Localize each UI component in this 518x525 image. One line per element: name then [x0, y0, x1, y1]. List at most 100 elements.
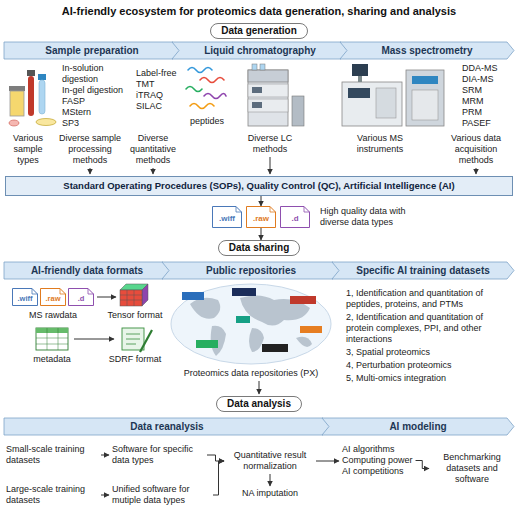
node-text: Public repositories	[206, 265, 296, 276]
quant-method: iTRAQ	[136, 90, 163, 101]
stage-chevron: AI-friendly data formats	[4, 262, 170, 279]
stage-chevron: Data reanalysis	[4, 418, 330, 435]
step-label: AI algorithms	[342, 444, 395, 455]
flow-arrow	[153, 168, 154, 174]
stage-chevron: Mass spectrometry	[340, 42, 514, 59]
file-icon: .d	[280, 206, 310, 228]
flow-arrow	[74, 339, 114, 340]
caption: Tensor format	[107, 310, 162, 321]
caption: metadata	[33, 354, 71, 365]
method-item: FASP	[62, 96, 85, 107]
dataset-item: 1, Identification and quantitation of pe…	[346, 288, 512, 310]
flow-arrow	[476, 168, 477, 174]
method-item: In-gel digestion	[62, 85, 123, 96]
file-icon: .wiff	[212, 206, 242, 228]
stage-chevron: Liquid chromatography	[172, 42, 348, 59]
step-label: Benchmarking datasets and software	[432, 452, 512, 485]
acquisition-method: DIA-MS	[462, 74, 494, 85]
lc-instrument	[248, 64, 304, 126]
step-label: Quantitative result normalization	[227, 450, 313, 472]
step-label: Unified software for mutiple data types	[112, 484, 210, 506]
node-text: .wiff	[18, 294, 33, 303]
flow-arrow	[270, 474, 271, 486]
acquisition-method: SRM	[462, 85, 482, 96]
caption: Various sample types	[3, 133, 53, 166]
flow-arrow	[90, 168, 91, 174]
repository-globe	[171, 284, 331, 364]
note: High quality data with diverse data type…	[320, 206, 430, 228]
figure-title: AI-friendly ecosystem for proteomics dat…	[0, 5, 518, 18]
quant-method: Label-free	[136, 68, 177, 79]
caption: Diverse sample processing methods	[56, 133, 124, 166]
node-text: Data sharing	[229, 242, 290, 254]
node-text: Specific AI training datasets	[356, 265, 490, 276]
node-text: Liquid chromatography	[204, 45, 316, 56]
flow-arrow	[316, 461, 339, 462]
stage-chevron: Sample preparation	[4, 42, 180, 59]
step-label: AI competitions	[342, 466, 404, 477]
caption: SDRF format	[109, 354, 162, 365]
caption: Various MS instruments	[342, 133, 418, 155]
step-label: Computing power	[342, 455, 413, 466]
flow-arrow	[270, 157, 271, 174]
stage-chevron: Specific AI training datasets	[332, 262, 514, 279]
quant-method: SILAC	[136, 101, 162, 112]
flow-arrow	[101, 455, 109, 456]
node-text: Data analysis	[227, 398, 291, 410]
file-icon: .d	[68, 288, 94, 306]
dataset-item: 5, Multi-omics integration	[346, 373, 446, 384]
dataset-item: 4, Perturbation proteomics	[346, 360, 452, 371]
acquisition-method: PASEF	[462, 118, 491, 129]
flow-arrow	[416, 461, 429, 469]
step-label: Large-scale training datasets	[6, 484, 98, 506]
flow-arrow	[101, 495, 109, 496]
flow-arrow	[97, 297, 116, 298]
section-pill: Data generation	[210, 23, 308, 39]
peptide-strands	[186, 68, 226, 109]
caption: Diverse LC methods	[238, 133, 302, 155]
node-text: .wiff	[219, 214, 235, 223]
caption: MS rawdata	[29, 310, 77, 321]
acquisition-method: PRM	[462, 107, 482, 118]
quant-method: TMT	[136, 79, 155, 90]
node-text: Data generation	[221, 25, 297, 37]
node-text: AI modeling	[389, 421, 446, 432]
node-text: Sample preparation	[45, 45, 138, 56]
caption: Diverse quantitative methods	[127, 133, 179, 166]
section-pill: Data sharing	[218, 240, 301, 256]
flow-arrow	[207, 455, 224, 461]
molecule-label: peptides	[190, 116, 224, 127]
step-label: Software for specific data types	[112, 444, 204, 466]
flow-arrow	[213, 461, 224, 495]
node-text: Standard Operating Procedures (SOPs), Qu…	[9, 180, 509, 192]
method-item: In-solution digestion	[62, 63, 132, 85]
node-text: AI-friendly data formats	[31, 265, 143, 276]
node-text: Data reanalysis	[130, 421, 203, 432]
file-icon: .wiff	[12, 288, 38, 306]
acquisition-method: DDA-MS	[462, 63, 498, 74]
flow-connector	[261, 196, 262, 206]
stage-chevron: AI modeling	[322, 418, 514, 435]
stage-chevron: Public repositories	[162, 262, 340, 279]
flow-arrow	[259, 381, 260, 394]
section-pill: Data analysis	[216, 396, 302, 412]
step-label: Small-scale training datasets	[6, 444, 98, 466]
caption: Various data acquisition methods	[441, 133, 511, 166]
file-icon: .raw	[246, 206, 276, 228]
file-icon: .raw	[40, 288, 66, 306]
ms-instruments	[342, 64, 444, 126]
acquisition-method: MRM	[462, 96, 484, 107]
tensor-cube	[120, 284, 148, 306]
node-text: .raw	[253, 214, 269, 223]
flow-connector	[261, 228, 262, 240]
sample-tubes	[9, 70, 56, 126]
dataset-item: 2, Identification and quantitation of pr…	[346, 312, 512, 345]
sdrf-icon	[122, 328, 152, 352]
step-label: NA imputation	[242, 488, 298, 499]
method-item: MStern	[62, 107, 91, 118]
dataset-item: 3, Spatial proteomics	[346, 347, 430, 358]
node-text: Mass spectrometry	[381, 45, 472, 56]
metadata-sheet	[36, 328, 68, 350]
caption: Proteomics data repositories (PX)	[184, 368, 319, 379]
process-box: Standard Operating Procedures (SOPs), Qu…	[5, 176, 513, 196]
